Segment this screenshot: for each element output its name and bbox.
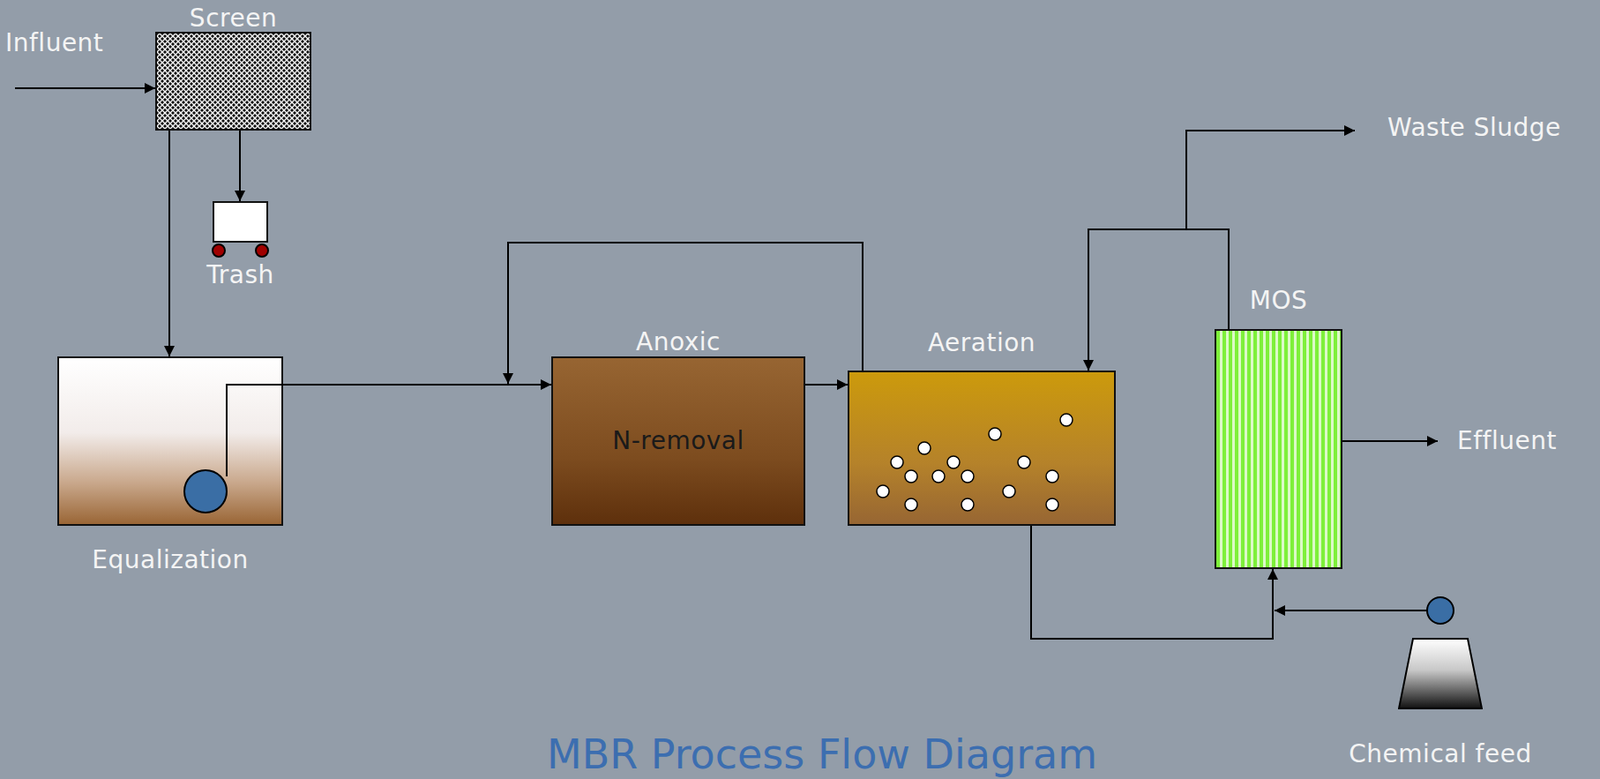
stream-label: Effluent (1457, 426, 1557, 457)
unit-label: Trash (206, 261, 275, 289)
trash-cart: Trash (212, 201, 269, 243)
aeration-tank: Aeration (847, 370, 1116, 526)
unit-label: Equalization (91, 546, 248, 574)
chemical-feed-symbol (1398, 596, 1483, 710)
air-bubbles (876, 413, 1073, 511)
flow-pipe (168, 130, 171, 357)
process-text: N-removal (612, 427, 745, 455)
stream-label: Influent (5, 28, 104, 59)
influent-pipe (14, 87, 156, 90)
unit-label: Chemical feed (1348, 740, 1532, 768)
diagram-title: MBR Process Flow Diagram (546, 732, 1098, 777)
anoxic-tank: AnoxicN-removal (551, 356, 806, 526)
flow-pipe (283, 383, 552, 386)
pump-symbol (184, 470, 227, 513)
effluent-pipe (1342, 440, 1438, 442)
waste-sludge-pipe (1186, 130, 1355, 230)
stream-label: Waste Sludge (1387, 112, 1562, 143)
screen-box: Screen (155, 31, 312, 131)
cart-wheel (255, 244, 269, 257)
equalization-tank: Equalization (57, 356, 284, 526)
flow-pipe (1088, 229, 1229, 371)
unit-label: Screen (189, 5, 277, 32)
flow-pipe (1274, 609, 1399, 612)
unit-label: MOS (1249, 287, 1308, 315)
unit-label: Anoxic (635, 328, 721, 356)
chemical-feed: Chemical feed (1398, 596, 1483, 710)
membrane-unit: MOS (1214, 328, 1343, 569)
unit-label: Aeration (927, 329, 1036, 357)
pump-pipe (226, 384, 284, 477)
flow-pipe (805, 383, 848, 386)
cart-wheel (212, 244, 225, 257)
flow-pipe (239, 130, 241, 202)
